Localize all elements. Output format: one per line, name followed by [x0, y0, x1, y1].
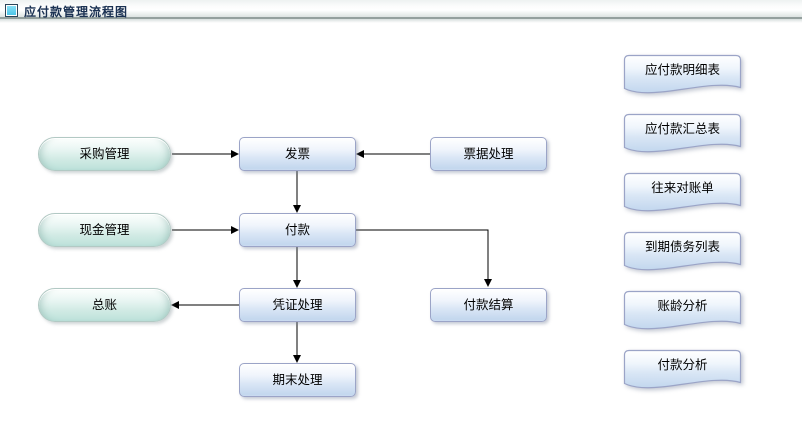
report-payable-detail[interactable]: 应付款明细表 — [623, 54, 742, 102]
report-account-statement[interactable]: 往来对账单 — [623, 172, 742, 220]
report-payment-analysis[interactable]: 付款分析 — [623, 349, 742, 397]
titlebar-shadow — [0, 19, 802, 23]
document-shape-icon — [623, 172, 742, 212]
node-bill-processing[interactable]: 票据处理 — [430, 137, 547, 171]
node-payment[interactable]: 付款 — [239, 213, 356, 247]
document-shape-icon — [623, 54, 742, 94]
document-shape-icon — [623, 349, 742, 389]
document-shape-icon — [623, 290, 742, 330]
arrow-voucher-to-periodend — [293, 322, 301, 363]
report-due-debt-list[interactable]: 到期债务列表 — [623, 231, 742, 279]
node-invoice[interactable]: 发票 — [239, 137, 356, 171]
report-aging-analysis[interactable]: 账龄分析 — [623, 290, 742, 338]
arrow-invoice-to-payment — [293, 171, 301, 213]
node-purchase-management[interactable]: 采购管理 — [38, 137, 171, 171]
node-cash-management[interactable]: 现金管理 — [38, 213, 171, 247]
panel-titlebar: 应付款管理流程图 — [0, 0, 802, 19]
report-label: 应付款明细表 — [644, 63, 720, 77]
document-shape-icon — [623, 231, 742, 271]
node-voucher-processing[interactable]: 凭证处理 — [239, 288, 356, 322]
arrow-payment-to-settlement — [356, 229, 492, 287]
arrow-bill-to-invoice — [356, 150, 430, 158]
node-payment-settlement[interactable]: 付款结算 — [430, 288, 547, 322]
arrow-voucher-to-ledger — [171, 301, 239, 309]
report-label: 到期债务列表 — [644, 240, 720, 254]
node-period-end-processing[interactable]: 期末处理 — [239, 363, 356, 397]
arrow-cash-to-payment — [172, 226, 239, 234]
panel-square-icon — [5, 4, 18, 17]
arrow-purchase-to-invoice — [172, 150, 239, 158]
report-label: 往来对账单 — [651, 181, 714, 195]
panel-title: 应付款管理流程图 — [24, 5, 129, 19]
report-payable-summary[interactable]: 应付款汇总表 — [623, 113, 742, 161]
document-shape-icon — [623, 113, 742, 153]
node-general-ledger[interactable]: 总账 — [38, 288, 171, 322]
report-label: 付款分析 — [657, 358, 708, 372]
arrow-payment-to-voucher — [293, 247, 301, 288]
report-label: 应付款汇总表 — [644, 122, 720, 136]
report-label: 账龄分析 — [657, 299, 708, 313]
